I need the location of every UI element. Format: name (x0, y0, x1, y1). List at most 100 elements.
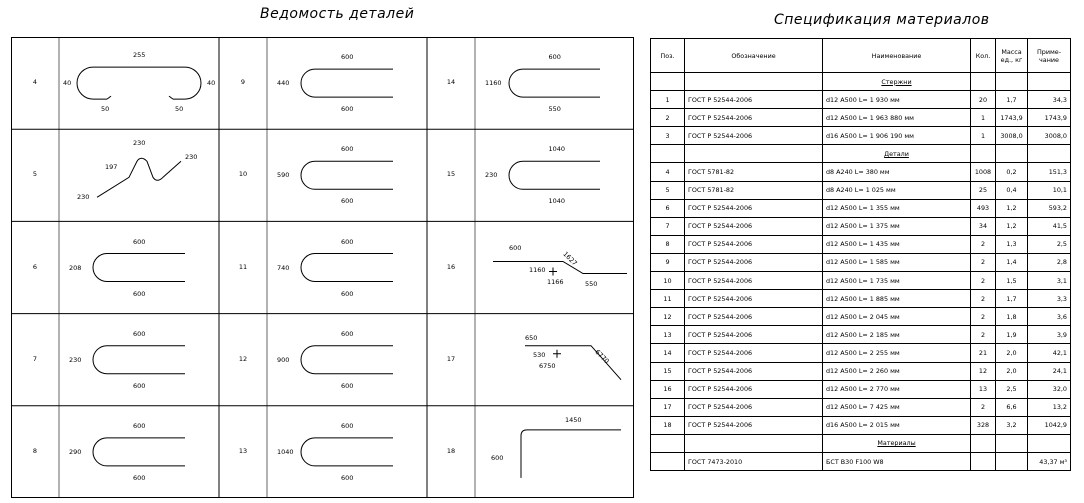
spec-cell: 2,0 (995, 361, 1028, 381)
dimension-label: 1160 (529, 265, 546, 274)
dimension-label: 600 (341, 145, 354, 154)
spec-cell: ГОСТ Р 52544-2006 (684, 307, 823, 327)
dimension-label: 600 (548, 53, 561, 62)
spec-cell: 2,8 (1027, 252, 1071, 273)
spec-cell (650, 451, 685, 472)
spec-header-cell: Наименование (822, 38, 971, 73)
rebar-shape (92, 253, 185, 282)
spec-cell: d16 A500 L= 1 906 190 мм (822, 126, 971, 146)
spec-header-cell: Масса ед., кг (995, 38, 1028, 73)
rebar-shape (300, 68, 393, 98)
spec-cell: 3008,0 (1027, 126, 1071, 146)
spec-cell (684, 433, 823, 453)
spec-cell: 1,2 (995, 216, 1028, 236)
rebar-shape (96, 157, 182, 198)
rebar-shape (553, 349, 561, 358)
dimension-label: 530 (533, 350, 546, 359)
spec-cell: 2 (970, 325, 996, 345)
spec-cell: 1,9 (995, 325, 1028, 345)
dimension-label: 208 (69, 263, 82, 272)
dimension-label: 600 (133, 237, 146, 246)
spec-cell: 2 (970, 397, 996, 417)
rebar-shape (300, 345, 393, 375)
spec-cell: 1,8 (995, 307, 1028, 327)
part-position-number: 14 (446, 78, 456, 87)
spec-cell: 3,6 (1027, 307, 1071, 327)
spec-cell: 10 (650, 271, 685, 291)
dimension-label: 600 (133, 289, 146, 298)
part-position-number: 12 (238, 354, 248, 363)
spec-cell: 2 (970, 307, 996, 327)
spec-cell: 4 (650, 162, 685, 182)
spec-cell: ГОСТ Р 52544-2006 (684, 126, 823, 146)
spec-cell: 1743,9 (1027, 108, 1071, 128)
dimension-label: 600 (341, 197, 354, 206)
spec-cell: 1 (650, 90, 685, 110)
spec-cell: ГОСТ Р 52544-2006 (684, 415, 823, 435)
spec-cell: 1,3 (995, 234, 1028, 254)
grid-border (11, 37, 634, 498)
spec-cell: d8 A240 L= 380 мм (822, 162, 971, 182)
spec-cell: ГОСТ Р 52544-2006 (684, 397, 823, 417)
spec-cell: 1,4 (995, 252, 1028, 273)
spec-cell: 0,4 (995, 180, 1028, 200)
spec-cell: d12 A500 L= 7 425 мм (822, 397, 971, 417)
rebar-shape (300, 437, 393, 467)
spec-cell: 9 (650, 252, 685, 273)
dimension-label: 50 (175, 105, 184, 114)
spec-cell (970, 451, 996, 472)
dimension-label: 600 (341, 237, 354, 246)
spec-cell: 1,2 (995, 198, 1028, 218)
spec-cell (650, 433, 685, 453)
dimension-label: 600 (341, 381, 354, 390)
spec-cell: ГОСТ Р 52544-2006 (684, 198, 823, 218)
spec-cell: 34,3 (1027, 90, 1071, 110)
rebar-shape (92, 437, 185, 467)
spec-cell: 17 (650, 397, 685, 417)
dimension-label: 600 (133, 473, 146, 482)
parts-grid (11, 37, 634, 498)
spec-cell (995, 71, 1028, 92)
dimension-label: 1040 (548, 197, 566, 206)
spec-cell (684, 71, 823, 92)
dimension-label: 1166 (547, 277, 564, 286)
dimension-label: 600 (491, 453, 504, 462)
spec-cell: ГОСТ 5781-82 (684, 180, 823, 200)
dimension-label: 1160 (485, 79, 502, 88)
spec-cell: 151,3 (1027, 162, 1071, 182)
spec-cell: d12 A500 L= 1 930 мм (822, 90, 971, 110)
dimension-label: 600 (341, 473, 354, 482)
dimension-label: 600 (341, 329, 354, 338)
dimension-label: 6750 (539, 361, 556, 370)
spec-cell: ГОСТ Р 52544-2006 (684, 325, 823, 345)
dimension-label: 900 (277, 355, 290, 364)
rebar-shape (493, 261, 627, 274)
spec-cell: ГОСТ Р 52544-2006 (684, 90, 823, 110)
spec-cell: 2,0 (995, 343, 1028, 363)
spec-cell: 21 (970, 343, 996, 363)
part-position-number: 16 (446, 262, 456, 271)
rebar-shape (549, 267, 557, 276)
spec-cell: d12 A500 L= 2 770 мм (822, 379, 971, 399)
dimension-label: 290 (69, 447, 82, 456)
dimension-label: 197 (105, 163, 118, 172)
spec-cell: ГОСТ Р 52544-2006 (684, 252, 823, 273)
dimension-label: 600 (509, 243, 522, 252)
dimension-label: 550 (585, 279, 598, 288)
spec-cell: 8 (650, 234, 685, 254)
spec-cell: 3,2 (995, 415, 1028, 435)
dimension-label: 650 (525, 333, 538, 342)
spec-cell: d16 A500 L= 2 015 мм (822, 415, 971, 435)
spec-cell (1027, 433, 1071, 453)
spec-cell: ГОСТ 7473-2010 (684, 451, 823, 472)
